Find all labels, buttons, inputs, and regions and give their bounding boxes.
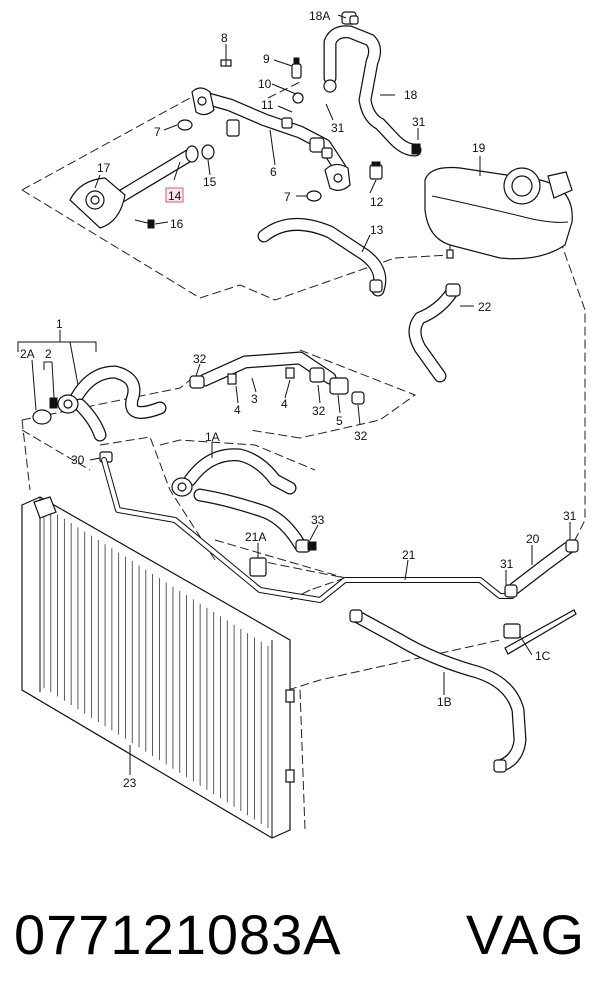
expansion-tank-19: [424, 166, 573, 260]
brand-name: VAG: [465, 903, 586, 966]
callout-33: 33: [311, 513, 325, 527]
callout-15: 15: [203, 175, 217, 189]
callout-30: 30: [71, 453, 85, 467]
callout-31-c: 31: [500, 557, 514, 571]
coolant-hose-20: [504, 539, 579, 598]
callout-2A: 2A: [20, 347, 35, 361]
coolant-hose-18: [323, 11, 422, 157]
callout-1: 1: [56, 317, 63, 331]
callout-7-a: 7: [154, 125, 161, 139]
callout-3: 3: [251, 392, 258, 406]
callout-9: 9: [263, 52, 270, 66]
callout-1C: 1C: [535, 649, 551, 663]
cable-tie-1C: [503, 609, 577, 655]
callout-1B: 1B: [437, 695, 452, 709]
connector-5: [329, 377, 365, 405]
coolant-hose-22: [408, 283, 461, 383]
coolant-pipe-14: [108, 144, 215, 207]
clamp-12: [369, 161, 383, 180]
callout-32-b: 32: [312, 404, 326, 418]
coolant-hose-1: [57, 365, 167, 442]
callout-19: 19: [472, 141, 486, 155]
clamp-33: [295, 539, 317, 553]
callout-4-a: 4: [234, 403, 241, 417]
callout-2: 2: [45, 347, 52, 361]
radiator-fins: [43, 506, 269, 828]
footer: 077121083A VAG: [0, 880, 600, 990]
callout-6: 6: [270, 165, 277, 179]
leader-lines: [17, 14, 571, 775]
callout-21: 21: [402, 548, 416, 562]
bracket-21A: [249, 557, 267, 577]
callout-31-a: 31: [331, 121, 345, 135]
callout-18A: 18A: [309, 9, 330, 23]
callout-23: 23: [123, 776, 137, 790]
callout-31-b: 31: [412, 115, 426, 129]
callout-32-c: 32: [354, 429, 368, 443]
callout-10: 10: [258, 77, 272, 91]
callout-4-b: 4: [281, 397, 288, 411]
coolant-pipe-3: [189, 351, 337, 389]
flange-17: [69, 177, 126, 229]
callout-21A: 21A: [245, 530, 266, 544]
callout-12: 12: [370, 195, 384, 209]
part-number: 077121083A: [14, 903, 342, 966]
coolant-hose-1B: [349, 609, 527, 773]
callout-labels: 18A 8 9 10 18 11 31 31 7 17 14 15 6 19 1…: [20, 9, 577, 790]
radiator-23: [21, 496, 295, 839]
parts-diagram: 18A 8 9 10 18 11 31 31 7 17 14 15 6 19 1…: [17, 9, 586, 839]
callout-14-highlight: [165, 187, 184, 203]
o-ring-7: [177, 119, 322, 202]
seal-10: [292, 92, 304, 104]
callout-31-d: 31: [563, 509, 577, 523]
callout-17: 17: [97, 161, 111, 175]
callout-13: 13: [370, 223, 384, 237]
callout-32-a: 32: [193, 352, 207, 366]
coolant-hose-1A: [171, 448, 307, 552]
callout-18: 18: [404, 88, 418, 102]
callout-20: 20: [526, 532, 540, 546]
coolant-hose-13: [257, 217, 387, 297]
bolt-8: [220, 58, 232, 67]
callout-7-b: 7: [284, 190, 291, 204]
callout-8: 8: [221, 31, 228, 45]
bolt-16: [134, 219, 155, 229]
callout-1A: 1A: [205, 430, 220, 444]
callout-11: 11: [261, 98, 274, 112]
o-ring-2A: [32, 409, 52, 425]
callout-14: 14: [168, 189, 182, 203]
callout-22: 22: [478, 300, 492, 314]
coolant-pipe-6: [191, 87, 351, 191]
callout-5: 5: [336, 414, 343, 428]
clamp-2: [49, 397, 58, 409]
coolant-pipe-21: [101, 457, 515, 603]
callout-16: 16: [170, 217, 184, 231]
assembly-outline-upper: [21, 81, 586, 541]
sensor-9: [291, 57, 302, 79]
